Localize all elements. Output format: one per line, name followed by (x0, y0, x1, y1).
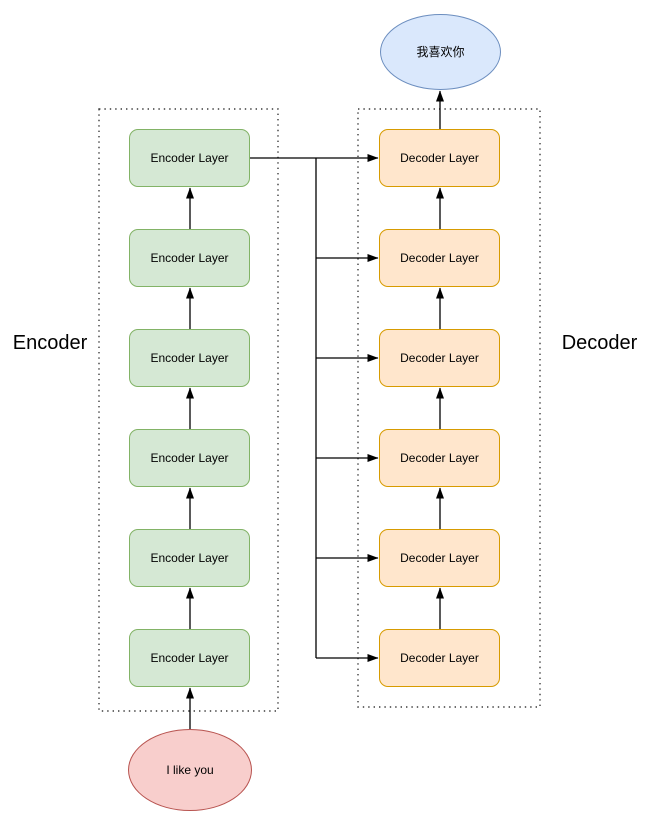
decoder-layer-3: Decoder Layer (379, 329, 500, 387)
encoder-boundary (98, 108, 279, 712)
output-sentence-node: 我喜欢你 (380, 14, 501, 90)
decoder-boundary (357, 108, 541, 708)
encoder-layer-5: Encoder Layer (129, 529, 250, 587)
input-sentence-node: I like you (128, 729, 252, 811)
decoder-layer-2: Decoder Layer (379, 229, 500, 287)
decoder-layer-6: Decoder Layer (379, 629, 500, 687)
decoder-layer-1: Decoder Layer (379, 129, 500, 187)
encoder-layer-6: Encoder Layer (129, 629, 250, 687)
encoder-layer-3: Encoder Layer (129, 329, 250, 387)
decoder-layer-5: Decoder Layer (379, 529, 500, 587)
encoder-layer-2: Encoder Layer (129, 229, 250, 287)
decoder-group-label: Decoder (561, 332, 638, 354)
decoder-layer-4: Decoder Layer (379, 429, 500, 487)
encoder-group-label: Encoder (12, 332, 88, 354)
encoder-layer-4: Encoder Layer (129, 429, 250, 487)
encoder-layer-1: Encoder Layer (129, 129, 250, 187)
